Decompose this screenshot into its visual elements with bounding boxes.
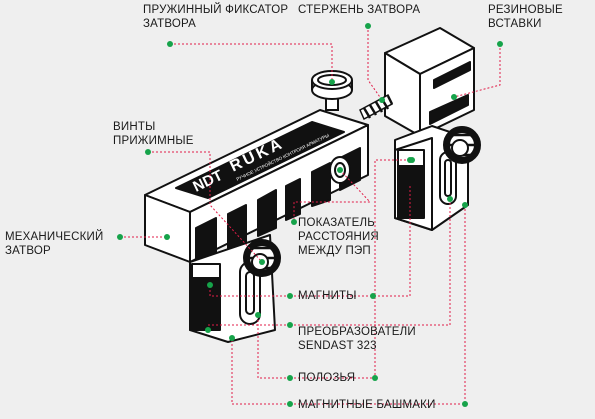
label-mechanical-shutter: МЕХАНИЧЕСКИЙ ЗАТВОР [5,231,104,257]
label-magnets: МАГНИТЫ [298,290,357,302]
callout-dot [287,322,293,328]
callout-dot [145,149,151,155]
callout-dot [207,282,213,288]
label-slides: ПОЛОЗЬЯ [298,372,356,384]
callout-dot [409,157,415,163]
label-transducers: ПРЕОБРАЗОВАТЕЛИ SENDAST 323 [298,326,416,352]
label-spring-lock: ПРУЖИННЫЙ ФИКСАТОР ЗАТВОРА [143,4,289,30]
leader-lines [120,26,501,405]
callout-dot [287,401,293,407]
callout-dot [117,234,123,240]
callout-dot [164,234,170,240]
callout-dot [337,167,343,173]
label-distance-indicator: ПОКАЗАТЕЛЬ РАССТОЯНИЯ МЕЖДУ ПЭП [298,217,379,257]
callout-dot [329,79,335,85]
callout-dot [229,335,235,341]
label-clamp-screws: ВИНТЫ ПРИЖИМНЫЕ [113,121,194,147]
label-magnetic-shoes: МАГНИТНЫЕ БАШМАКИ [298,399,436,411]
callout-dot [291,219,297,225]
callout-dot [287,293,293,299]
spring-lock-knob [311,70,353,111]
callout-dot [370,293,376,299]
callout-dot [255,312,261,318]
callout-dot [365,23,371,29]
callout-dot [259,259,265,265]
callout-dot [167,41,173,47]
left-clamp-knob [243,239,281,277]
callout-dot [497,41,503,47]
callout-dot [287,375,293,381]
callout-dot [462,202,468,208]
right-clamp-knob [443,126,481,164]
callout-dot [379,97,385,103]
callout-dot [447,196,453,202]
main-bar [144,109,369,263]
callout-dot [205,327,211,333]
callout-dot [462,401,468,407]
label-rubber-inserts: РЕЗИНОВЫЕ ВСТАВКИ [488,4,563,30]
callout-dot [451,94,457,100]
label-shutter-rod: СТЕРЖЕНЬ ЗАТВОРА [298,4,421,16]
callout-dot [372,375,378,381]
